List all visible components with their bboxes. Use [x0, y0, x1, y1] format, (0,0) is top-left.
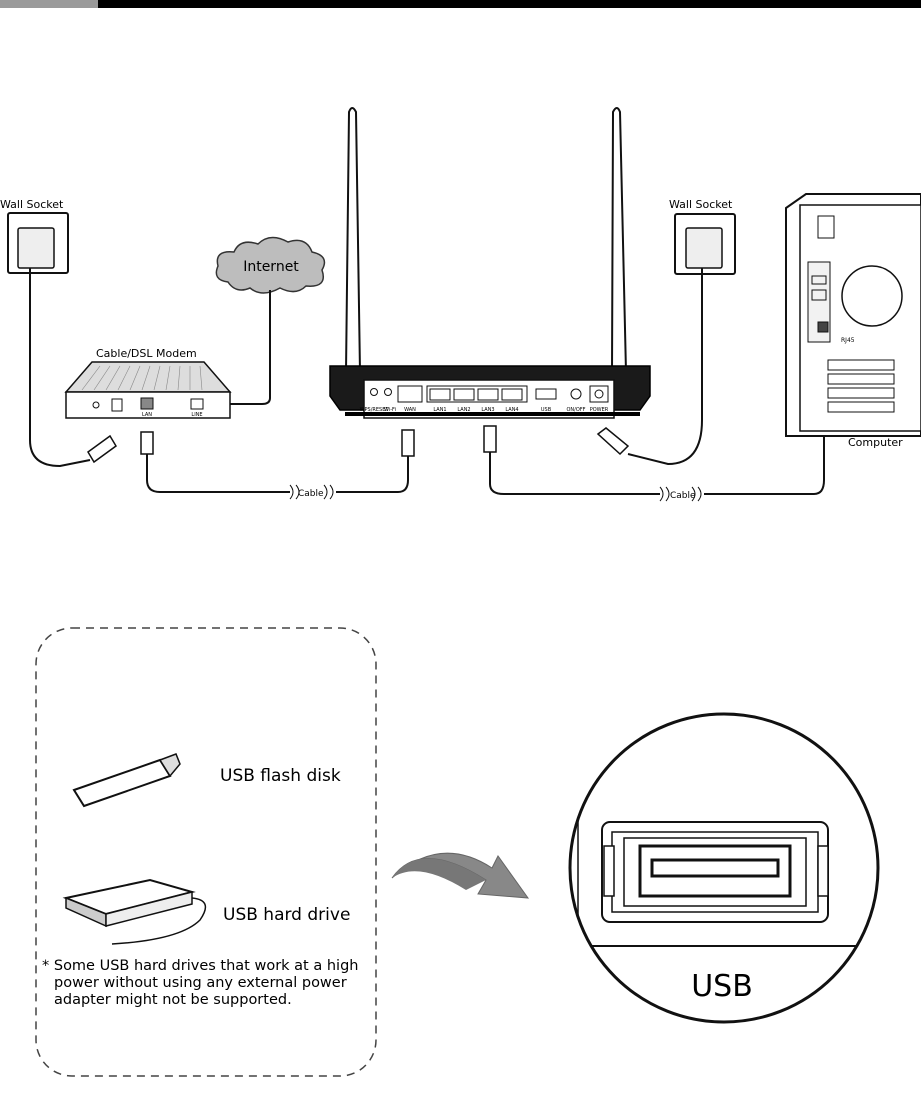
modem-label: Cable/DSL Modem [96, 347, 197, 360]
port-usb-label: USB [541, 407, 552, 413]
port-lan3-label: LAN3 [481, 407, 494, 413]
usb-port-zoom: USB [560, 700, 900, 1022]
port-lan1-label: LAN1 [433, 407, 446, 413]
rj45-label: RJ45 [841, 337, 855, 344]
internet-label: Internet [243, 259, 299, 275]
port-lan4-label: LAN4 [505, 407, 518, 413]
usb-devices-panel: USB flash disk USB hard drive * Some USB… [36, 628, 376, 1076]
port-onoff-label: ON/OFF [566, 407, 585, 413]
note-line-2: power without using any external power [54, 975, 347, 991]
wall-socket-right-label: Wall Socket [669, 198, 733, 211]
computer: RJ45 Computer [786, 194, 921, 449]
wall-socket-left: Wall Socket [0, 198, 116, 466]
zoom-usb-label: USB [691, 969, 753, 1004]
note-line-1: * Some USB hard drives that work at a hi… [42, 958, 358, 974]
hard-drive-label: USB hard drive [223, 905, 350, 925]
note-line-3: adapter might not be supported. [54, 992, 292, 1008]
port-lan2-label: LAN2 [457, 407, 470, 413]
router: WPS/RESET Wi-Fi WAN LAN1 LAN2 LAN3 LAN4 … [330, 108, 650, 418]
modem-lan-label: LAN [142, 412, 152, 418]
modem-line-label: LINE [191, 412, 202, 418]
curved-arrow-icon [392, 853, 528, 898]
flash-disk-label: USB flash disk [220, 766, 341, 786]
port-wifi-label: Wi-Fi [384, 407, 396, 413]
wall-socket-left-label: Wall Socket [0, 198, 64, 211]
cable-1-label: Cable [298, 489, 324, 499]
usb-hard-drive-icon [66, 880, 205, 944]
internet-cloud: Internet [206, 237, 324, 404]
usb-flash-disk-icon [74, 754, 180, 806]
modem: Cable/DSL Modem LAN LINE [66, 347, 230, 418]
cable-2-label: Cable [670, 491, 696, 501]
cable-modem-to-router: Cable [141, 430, 414, 499]
port-power-label: POWER [590, 407, 609, 413]
port-wan-label: WAN [404, 407, 416, 413]
computer-label: Computer [848, 436, 903, 449]
